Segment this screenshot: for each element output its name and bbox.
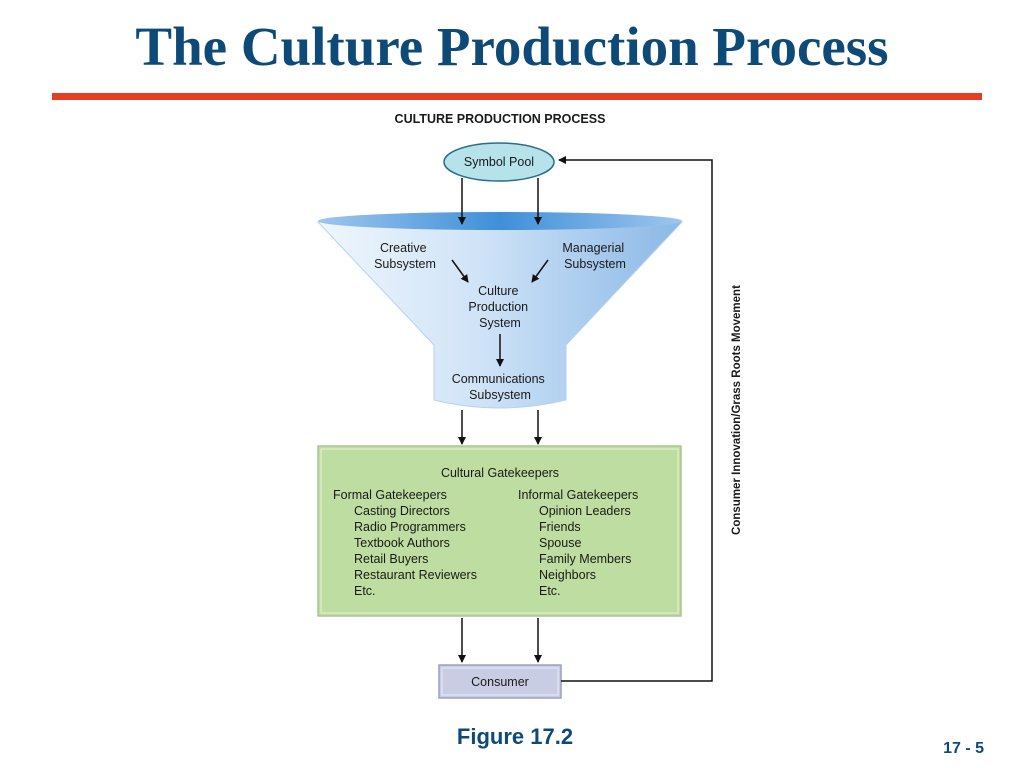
funnel-shape <box>316 221 684 409</box>
diagram-heading: CULTURE PRODUCTION PROCESS <box>395 112 606 126</box>
formal-gatekeeper-item: Restaurant Reviewers <box>354 568 477 582</box>
page-number: 17 - 5 <box>943 740 984 757</box>
symbol-pool-ellipse <box>443 142 555 182</box>
feedback-loop-arrow <box>558 156 713 682</box>
feedback-loop-label: Consumer Innovation/Grass Roots Movement <box>731 285 743 535</box>
informal-gatekeeper-item: Family Members <box>539 552 631 566</box>
symbol-pool-label: Symbol Pool <box>464 155 534 169</box>
figure-caption: Figure 17.2 <box>456 724 574 749</box>
title-divider <box>52 93 982 100</box>
informal-gatekeeper-item: Etc. <box>539 584 561 598</box>
informal-gatekeeper-item: Neighbors <box>539 568 596 582</box>
managerial-subsystem-label: Managerial Subsystem <box>562 241 627 271</box>
culture-production-system-label: Culture Production System <box>468 284 531 330</box>
gatekeepers-title: Cultural Gatekeepers <box>441 466 559 480</box>
arrow-creative-to-system <box>451 259 469 283</box>
gatekeepers-box <box>317 445 682 617</box>
formal-gatekeeper-item: Casting Directors <box>354 504 450 518</box>
slide-title: The Culture Production Process <box>135 16 889 77</box>
formal-gatekeeper-item: Textbook Authors <box>354 536 450 550</box>
informal-gatekeeper-item: Opinion Leaders <box>539 504 631 518</box>
informal-gatekeeper-item: Spouse <box>539 536 581 550</box>
creative-subsystem-label: Creative Subsystem <box>374 241 436 271</box>
formal-gatekeeper-item: Radio Programmers <box>354 520 466 534</box>
formal-gatekeeper-item: Etc. <box>354 584 376 598</box>
informal-gatekeepers-list: Opinion Leaders Friends Spouse Family Me… <box>539 504 631 598</box>
funnel-rim <box>318 212 682 230</box>
formal-gatekeepers-list: Casting Directors Radio Programmers Text… <box>354 504 477 598</box>
consumer-box <box>438 664 562 699</box>
communications-subsystem-label: Communications Subsystem <box>452 372 549 402</box>
informal-gatekeeper-item: Friends <box>539 520 581 534</box>
informal-gatekeepers-heading: Informal Gatekeepers <box>518 488 638 502</box>
consumer-label: Consumer <box>471 675 529 689</box>
formal-gatekeeper-item: Retail Buyers <box>354 552 428 566</box>
formal-gatekeepers-heading: Formal Gatekeepers <box>333 488 447 502</box>
arrow-managerial-to-system <box>531 259 549 283</box>
